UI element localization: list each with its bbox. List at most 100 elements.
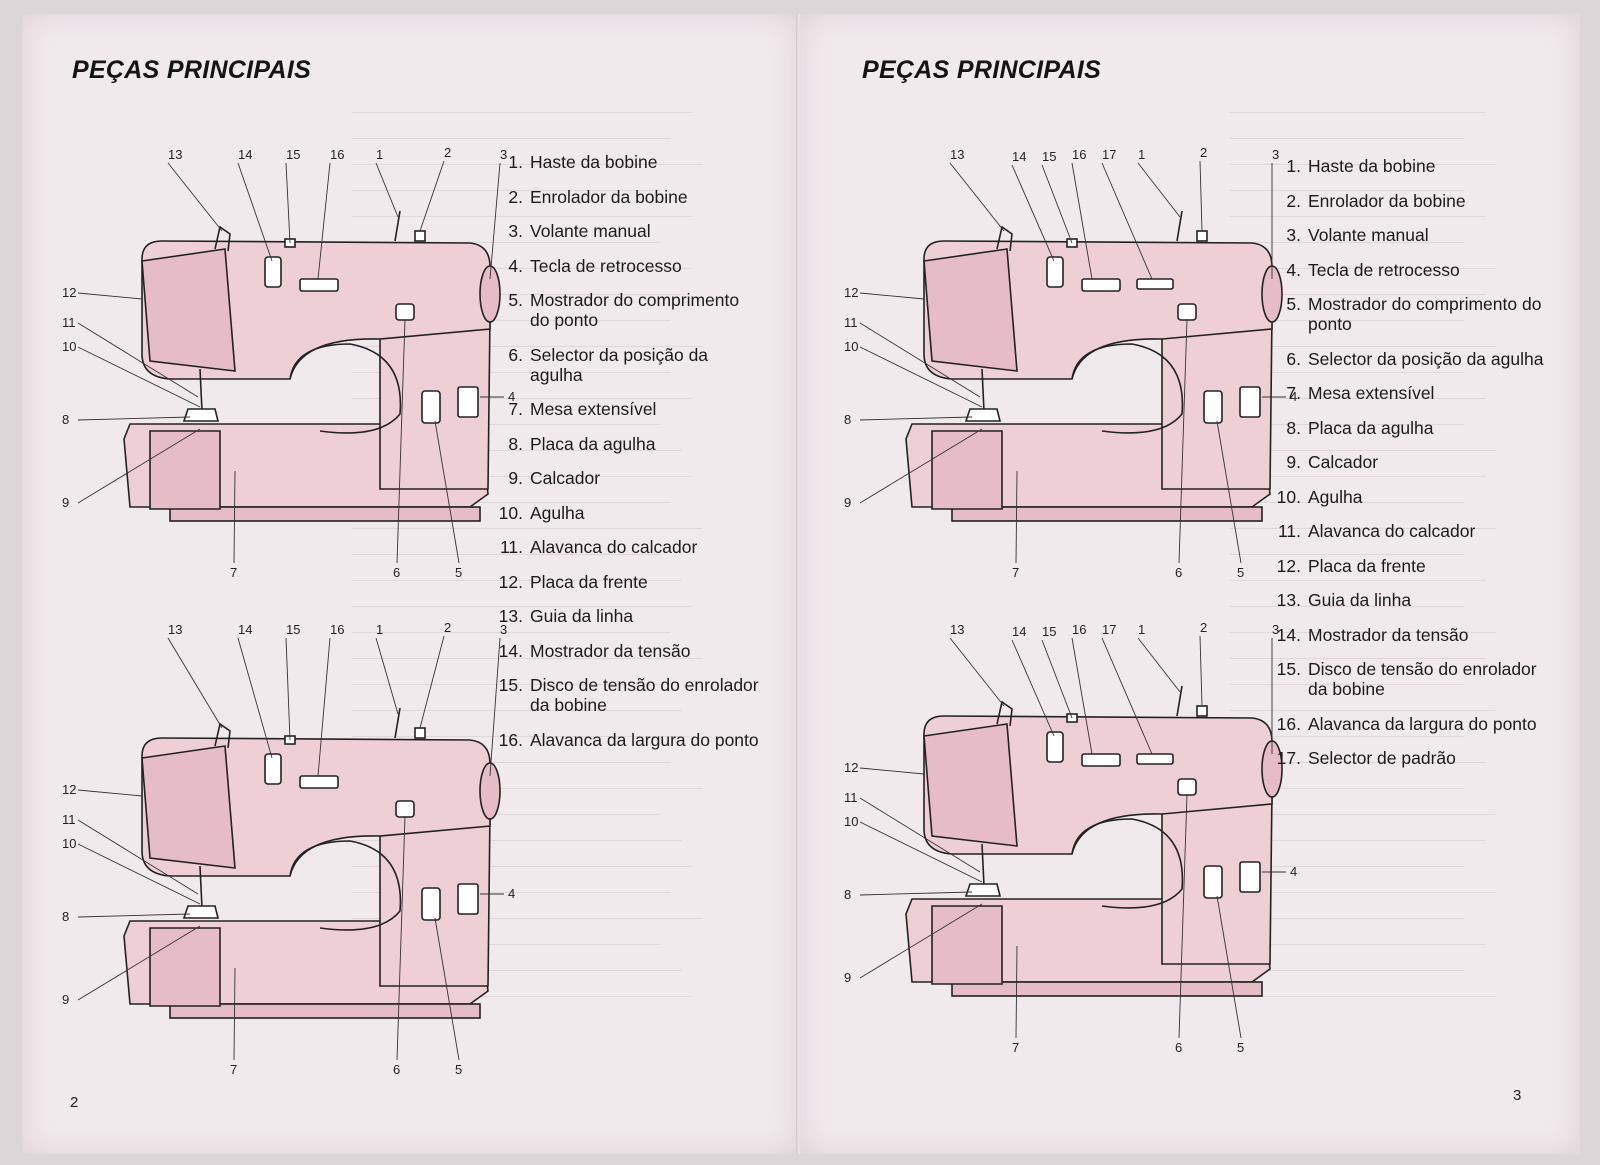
- part-number: 11.: [1277, 521, 1301, 541]
- callout-leader-line: [77, 322, 199, 398]
- part-number: 9.: [1286, 452, 1301, 472]
- callout-number: 14: [1012, 149, 1026, 164]
- reverse-button: [1239, 861, 1261, 893]
- callout-leader-line: [949, 637, 1005, 707]
- callout-number: 10: [844, 339, 858, 354]
- stitch-width-lever: [1081, 278, 1121, 292]
- callout-leader-line: [859, 821, 983, 883]
- callout-number: 5: [1237, 1040, 1244, 1055]
- part-label: Volante manual: [1308, 225, 1429, 245]
- bobbin-winder: [1196, 230, 1208, 242]
- throat-curve: [1071, 343, 1184, 434]
- page-title: PEÇAS PRINCIPAIS: [72, 56, 312, 84]
- callout-number: 7: [1012, 1040, 1019, 1055]
- part-number: 12.: [498, 571, 523, 592]
- callout-number: 7: [1012, 565, 1019, 580]
- parts-list-item: 9.Calcador: [490, 468, 760, 488]
- callout-leader-line: [859, 292, 925, 300]
- callout-number: 10: [62, 836, 76, 851]
- parts-list-item: 10.Agulha: [1268, 487, 1548, 507]
- book-spine: [796, 14, 802, 1154]
- callout-number: 6: [1175, 565, 1182, 580]
- extension-table: [149, 430, 221, 510]
- callout-number: 14: [238, 622, 252, 637]
- callout-leader-line: [1041, 164, 1073, 244]
- part-label: Mesa extensível: [530, 399, 657, 419]
- part-number: 13.: [498, 606, 523, 626]
- callout-leader-line: [375, 637, 399, 715]
- callout-leader-line: [1015, 945, 1018, 1039]
- needle: [199, 865, 203, 909]
- tension-dial: [1046, 731, 1064, 763]
- part-number: 6.: [508, 344, 523, 365]
- parts-list-item: 2.Enrolador da bobine: [490, 187, 760, 207]
- callout-number: 8: [62, 909, 69, 924]
- callout-number: 15: [286, 622, 300, 637]
- callout-number: 1: [376, 147, 383, 162]
- callout-leader-line: [77, 346, 201, 408]
- parts-list-item: 4.Tecla de retrocesso: [1268, 260, 1548, 280]
- callout-leader-line: [434, 420, 460, 564]
- callout-number: 10: [62, 339, 76, 354]
- parts-list-item: 5.Mostrador do comprimento do ponto: [490, 290, 760, 330]
- part-label: Selector da posição da agulha: [530, 344, 709, 385]
- part-number: 2.: [1286, 190, 1301, 211]
- callout-number: 9: [62, 992, 69, 1007]
- part-number: 15.: [498, 675, 523, 695]
- machine-base: [169, 1003, 481, 1019]
- stitch-length-dial: [1203, 390, 1223, 424]
- part-number: 8.: [1286, 417, 1301, 438]
- callout-leader-line: [1137, 637, 1181, 693]
- callout-leader-line: [489, 637, 501, 777]
- callout-leader-line: [859, 797, 981, 873]
- thread-guide: [996, 225, 1013, 252]
- part-label: Placa da frente: [530, 571, 648, 592]
- spool-pin: [394, 210, 401, 242]
- part-label: Haste da bobine: [530, 152, 658, 172]
- part-label: Selector da posição da agulha: [1308, 348, 1544, 369]
- parts-list-item: 14.Mostrador da tensão: [1268, 625, 1548, 645]
- callout-number: 6: [393, 1062, 400, 1077]
- part-number: 1.: [508, 152, 523, 172]
- needle-position-selector: [1177, 303, 1197, 321]
- part-number: 13.: [1276, 590, 1301, 610]
- parts-list-item: 14.Mostrador da tensão: [490, 641, 760, 661]
- callout-number: 16: [1072, 147, 1086, 162]
- callout-number: 2: [1200, 145, 1207, 160]
- callout-leader-line: [1071, 162, 1093, 280]
- parts-list-item: 6. Selector da posição da agulha: [490, 345, 760, 385]
- callout-leader-line: [1199, 160, 1203, 232]
- callout-number: 13: [950, 622, 964, 637]
- part-label: Selector de padrão: [1308, 748, 1456, 768]
- callout-number: 4: [1290, 389, 1297, 404]
- callout-number: 4: [508, 389, 515, 404]
- callout-number: 4: [1290, 864, 1297, 879]
- part-number: 1.: [1286, 156, 1301, 176]
- callout-leader-line: [233, 470, 236, 564]
- throat-curve: [1071, 818, 1184, 909]
- callout-leader-line: [77, 416, 191, 421]
- reverse-button: [1239, 386, 1261, 418]
- part-label: Alavanca do calcador: [1308, 521, 1476, 541]
- parts-list-item: 15.Disco de tensão do enrolador da bobin…: [490, 675, 760, 715]
- face-plate: [923, 723, 1018, 847]
- part-label: Placa da agulha: [1308, 417, 1434, 438]
- machine-base: [169, 506, 481, 522]
- callout-number: 10: [844, 814, 858, 829]
- parts-list-item: 5.Mostrador do comprimento do ponto: [1268, 294, 1548, 334]
- callout-leader-line: [1216, 895, 1242, 1039]
- callout-number: 7: [230, 565, 237, 580]
- part-label: Guia da linha: [530, 606, 634, 626]
- callout-number: 3: [500, 147, 507, 162]
- callout-number: 2: [444, 145, 451, 160]
- part-number: 6.: [1286, 348, 1301, 369]
- callout-number: 3: [1272, 147, 1279, 162]
- callout-number: 14: [238, 147, 252, 162]
- needle: [199, 368, 203, 412]
- callout-leader-line: [317, 637, 331, 777]
- presser-foot: [182, 905, 220, 919]
- stitch-length-dial: [421, 390, 441, 424]
- callout-leader-line: [1011, 639, 1055, 737]
- parts-list-item: 9.Calcador: [1268, 452, 1548, 472]
- presser-foot: [182, 408, 220, 422]
